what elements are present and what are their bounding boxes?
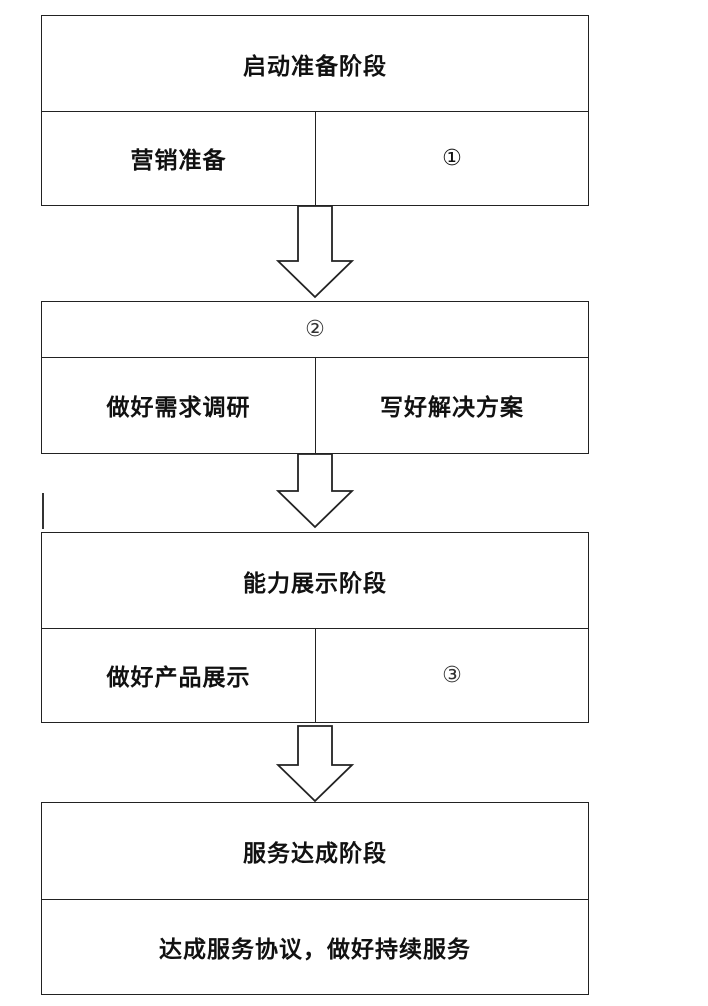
down-arrow-icon [276,453,355,529]
stage-1-title: 启动准备阶段 [243,53,387,80]
stage-3-right-cell: ③ [316,628,588,722]
down-arrow-icon [276,205,355,299]
stage-4-full-label: 达成服务协议，做好持续服务 [159,936,471,963]
stage-2-box: ② 做好需求调研 写好解决方案 [41,301,589,454]
stage-3-left-label: 做好产品展示 [106,665,251,691]
stage-3-title: 能力展示阶段 [243,570,387,597]
stage-2-body: 做好需求调研 写好解决方案 [42,357,588,453]
stage-4-title: 服务达成阶段 [243,841,387,867]
stage-3-body: 做好产品展示 ③ [42,628,588,722]
stage-4-box: 服务达成阶段 达成服务协议，做好持续服务 [41,802,589,995]
down-arrow-icon [276,725,355,803]
stage-1-left-cell: 营销准备 [42,111,316,205]
stage-3-box: 能力展示阶段 做好产品展示 ③ [41,532,589,723]
stage-4-body: 达成服务协议，做好持续服务 [42,899,588,994]
stage-2-left-cell: 做好需求调研 [42,357,316,453]
stage-4-header: 服务达成阶段 [42,803,588,900]
stage-1-right-cell: ① [316,111,588,205]
stage-3-left-cell: 做好产品展示 [42,628,316,722]
stage-3-header: 能力展示阶段 [42,533,588,629]
stage-1-right-marker: ① [442,145,462,171]
stage-2-left-label: 做好需求调研 [106,395,251,421]
stage-3-right-marker: ③ [442,662,462,688]
stage-1-header: 启动准备阶段 [42,16,588,112]
stage-1-body: 营销准备 ① [42,111,588,205]
stray-line [42,493,44,529]
stage-1-left-label: 营销准备 [130,148,227,174]
stage-1-box: 启动准备阶段 营销准备 ① [41,15,589,206]
stage-2-right-label: 写好解决方案 [380,395,524,421]
stage-2-title-marker: ② [305,317,325,342]
stage-2-right-cell: 写好解决方案 [316,357,588,453]
stage-2-header: ② [42,302,588,358]
